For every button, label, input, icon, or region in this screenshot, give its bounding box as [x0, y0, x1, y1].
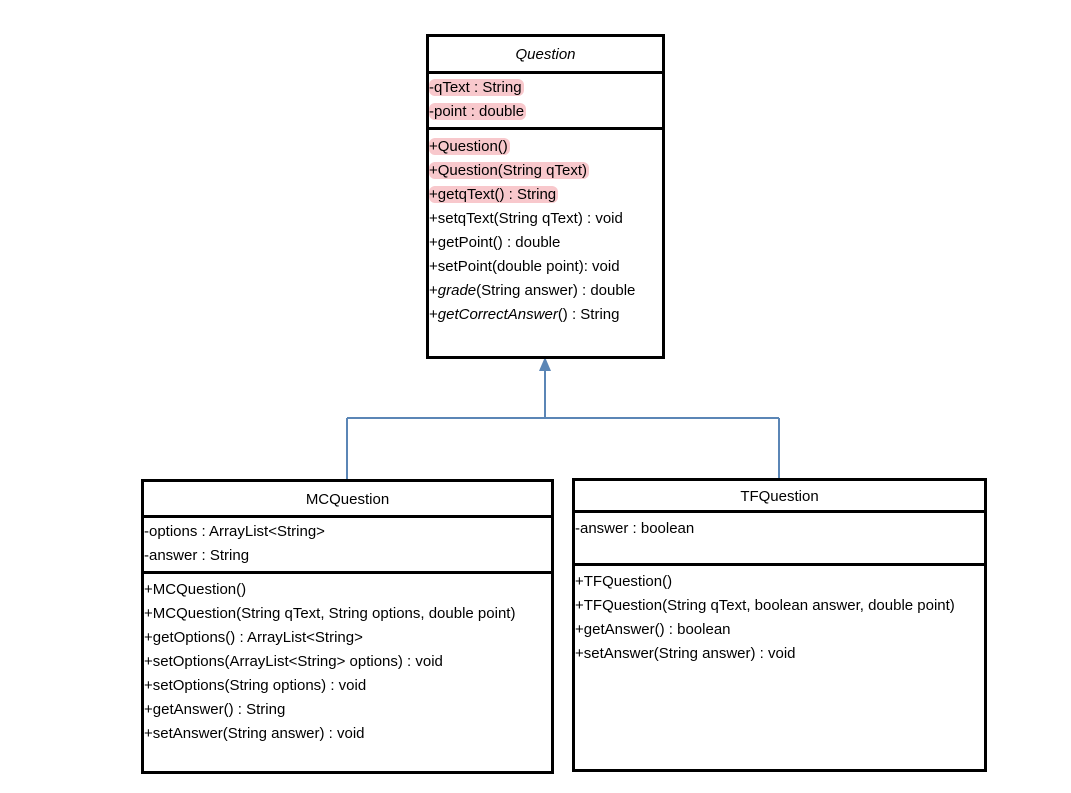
- method-text: +getOptions() : ArrayList<String>: [144, 629, 363, 646]
- method-text: +setAnswer(String answer) : void: [144, 725, 365, 742]
- method-row: +getOptions() : ArrayList<String>: [144, 626, 551, 650]
- attribute-text: -options : ArrayList<String>: [144, 523, 325, 540]
- class-name: TFQuestion: [575, 481, 984, 513]
- method-row: +getPoint() : double: [429, 231, 662, 255]
- method-text: +MCQuestion(String qText, String options…: [144, 605, 516, 622]
- abstract-method-name: grade: [437, 282, 477, 299]
- method-text: +Question(): [429, 138, 510, 155]
- attribute-text: -qText : String: [429, 79, 524, 96]
- attribute-row: -qText : String: [429, 76, 662, 100]
- method-text: +getqText() : String: [429, 186, 559, 203]
- method-row: +setOptions(String options) : void: [144, 674, 551, 698]
- attribute-row: -answer : String: [144, 544, 551, 568]
- method-text: +TFQuestion(String qText, boolean answer…: [575, 597, 955, 614]
- method-text: +getPoint() : double: [429, 234, 561, 251]
- method-row: +Question(): [429, 135, 662, 159]
- generalization-arrowhead: [539, 357, 551, 371]
- attribute-row: -point : double: [429, 100, 662, 124]
- attributes-section: -options : ArrayList<String> -answer : S…: [144, 518, 551, 574]
- method-text: +getAnswer() : String: [144, 701, 286, 718]
- class-tfquestion[interactable]: TFQuestion -answer : boolean +TFQuestion…: [572, 478, 987, 772]
- method-text: +setAnswer(String answer) : void: [575, 645, 796, 662]
- method-text: +setOptions(String options) : void: [144, 677, 367, 694]
- method-prefix: +: [429, 306, 438, 323]
- class-question[interactable]: Question -qText : String -point : double…: [426, 34, 665, 359]
- attribute-row: -options : ArrayList<String>: [144, 520, 551, 544]
- method-row: +getqText() : String: [429, 183, 662, 207]
- method-signature: () : String: [557, 306, 620, 323]
- method-text: +getAnswer() : boolean: [575, 621, 731, 638]
- class-name: MCQuestion: [144, 482, 551, 518]
- method-row: +Question(String qText): [429, 159, 662, 183]
- method-row: +MCQuestion(): [144, 578, 551, 602]
- attribute-text: -answer : String: [144, 547, 250, 564]
- method-text: +MCQuestion(): [144, 581, 247, 598]
- method-row: +setPoint(double point): void: [429, 255, 662, 279]
- attribute-row: -answer : boolean: [575, 517, 984, 541]
- method-signature: (String answer) : double: [476, 282, 636, 299]
- methods-section: +MCQuestion() +MCQuestion(String qText, …: [144, 574, 551, 746]
- attribute-text: -point : double: [429, 103, 527, 120]
- method-row: +setOptions(ArrayList<String> options) :…: [144, 650, 551, 674]
- attribute-text: -answer : boolean: [575, 520, 695, 537]
- methods-section: +TFQuestion() +TFQuestion(String qText, …: [575, 566, 984, 666]
- abstract-method-row: +getCorrectAnswer() : String: [429, 303, 662, 327]
- method-row: +TFQuestion(): [575, 570, 984, 594]
- class-mcquestion[interactable]: MCQuestion -options : ArrayList<String> …: [141, 479, 554, 774]
- methods-section: +Question() +Question(String qText) +get…: [429, 130, 662, 327]
- method-row: +TFQuestion(String qText, boolean answer…: [575, 594, 984, 618]
- method-row: +getAnswer() : boolean: [575, 618, 984, 642]
- method-text: +setOptions(ArrayList<String> options) :…: [144, 653, 443, 670]
- class-name: Question: [429, 37, 662, 74]
- method-row: +setAnswer(String answer) : void: [144, 722, 551, 746]
- method-text: +Question(String qText): [429, 162, 589, 179]
- method-row: +setAnswer(String answer) : void: [575, 642, 984, 666]
- attributes-section: -qText : String -point : double: [429, 74, 662, 130]
- attributes-section: -answer : boolean: [575, 513, 984, 566]
- method-text: +setPoint(double point): void: [429, 258, 620, 275]
- abstract-method-name: getCorrectAnswer: [437, 306, 558, 323]
- method-text: +TFQuestion(): [575, 573, 673, 590]
- method-row: +getAnswer() : String: [144, 698, 551, 722]
- method-row: +setqText(String qText) : void: [429, 207, 662, 231]
- method-text: +setqText(String qText) : void: [429, 210, 623, 227]
- abstract-method-row: +grade(String answer) : double: [429, 279, 662, 303]
- method-prefix: +: [429, 282, 438, 299]
- method-row: +MCQuestion(String qText, String options…: [144, 602, 551, 626]
